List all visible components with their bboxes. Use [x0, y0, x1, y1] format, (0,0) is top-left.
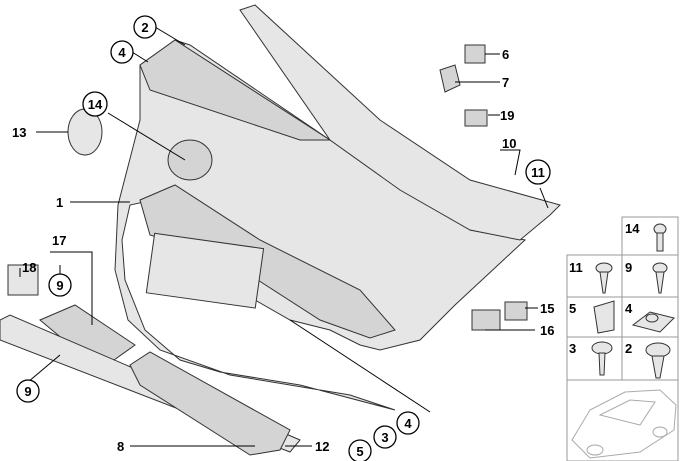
leader-lines	[19, 26, 549, 447]
screw-icon	[591, 341, 613, 376]
push-clip-icon	[645, 342, 671, 379]
fastener-9: 9	[625, 260, 632, 275]
svg-text:4: 4	[404, 416, 412, 431]
callout-5: 5	[348, 439, 372, 461]
callout-4: 4	[110, 40, 134, 64]
switch-cap	[7, 264, 39, 296]
screw-icon	[653, 223, 667, 252]
clip-6	[464, 44, 486, 64]
fastener-3: 3	[569, 341, 576, 356]
screw-icon	[652, 262, 668, 294]
switch-16	[504, 301, 528, 321]
callout-9-upper: 9	[48, 273, 72, 297]
callout-4-lower: 4	[396, 411, 420, 435]
clip-icon	[593, 300, 615, 334]
callout-16: 16	[540, 323, 554, 338]
callout-7: 7	[502, 75, 509, 90]
callout-14: 14	[82, 91, 108, 117]
callout-3: 3	[373, 425, 397, 449]
callout-17: 17	[52, 233, 66, 248]
fastener-grid: 14 11 9 5 4 3 2	[566, 216, 679, 461]
callout-18: 18	[22, 260, 36, 275]
callout-6: 6	[502, 47, 509, 62]
svg-text:5: 5	[356, 444, 363, 459]
callout-12: 12	[315, 439, 329, 454]
svg-text:2: 2	[141, 20, 148, 35]
door-panel-upper-trim	[139, 39, 332, 141]
svg-text:4: 4	[118, 45, 126, 60]
door-pocket	[145, 232, 265, 309]
callout-19: 19	[500, 108, 514, 123]
fastener-2: 2	[625, 341, 632, 356]
callout-9-lower: 9	[16, 379, 40, 403]
svg-text:3: 3	[381, 430, 388, 445]
clip-7	[439, 64, 461, 93]
callout-15: 15	[540, 301, 554, 316]
callout-1: 1	[56, 195, 63, 210]
callout-2: 2	[133, 15, 157, 39]
callout-10: 10	[502, 136, 516, 151]
svg-text:14: 14	[88, 97, 103, 112]
armrest-strip	[129, 351, 291, 456]
svg-text:11: 11	[531, 165, 545, 180]
fastener-14: 14	[625, 221, 640, 236]
screw-icon	[595, 262, 613, 294]
callout-8: 8	[117, 439, 124, 454]
nut-icon	[631, 311, 675, 333]
speaker-grille	[167, 139, 213, 181]
switch-15	[471, 309, 501, 331]
fastener-4: 4	[625, 301, 633, 316]
svg-text:9: 9	[56, 278, 63, 293]
callout-13: 13	[12, 125, 26, 140]
fastener-11: 11	[569, 260, 583, 275]
svg-text:9: 9	[24, 384, 31, 399]
window-trim-strip[interactable]	[239, 4, 561, 241]
fastener-5: 5	[569, 301, 576, 316]
callout-11: 11	[525, 159, 551, 185]
car-icon	[571, 389, 677, 459]
clip-19	[464, 109, 488, 127]
